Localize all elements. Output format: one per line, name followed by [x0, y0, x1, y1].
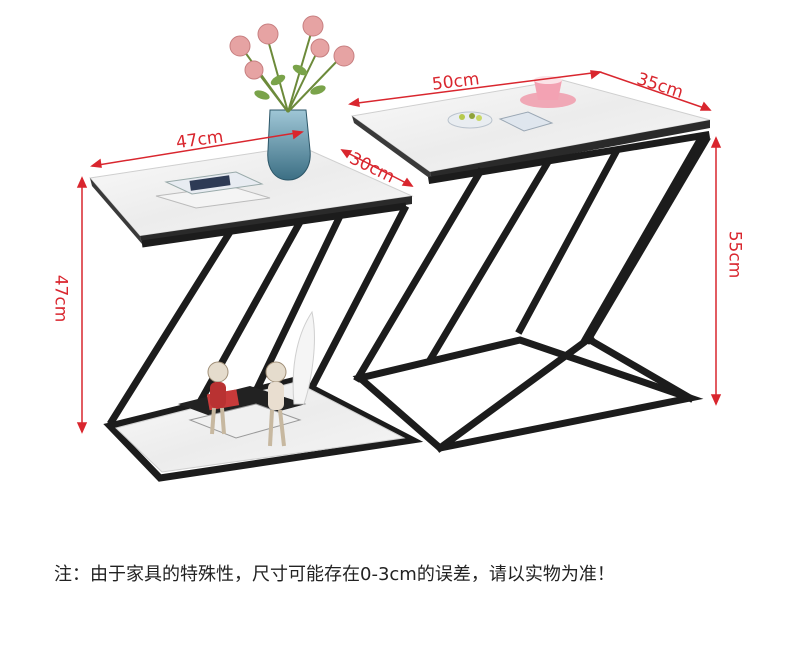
large-height-label: 55cm	[724, 230, 745, 279]
large-table-frame	[352, 130, 711, 453]
books-icon	[155, 171, 271, 209]
dimension-lines	[76, 70, 722, 434]
phone-icon	[498, 111, 554, 132]
vase-icon	[229, 15, 355, 181]
large-side-table	[350, 76, 711, 453]
size-tolerance-note: 注：由于家具的特殊性，尺寸可能存在0-3cm的误差，请以实物为准！	[54, 564, 615, 585]
small-side-table	[89, 145, 424, 482]
bowl-icon	[447, 111, 493, 129]
cup-icon	[520, 76, 576, 108]
figurine-icon	[207, 310, 315, 447]
small-height-label: 47cm	[50, 274, 71, 323]
